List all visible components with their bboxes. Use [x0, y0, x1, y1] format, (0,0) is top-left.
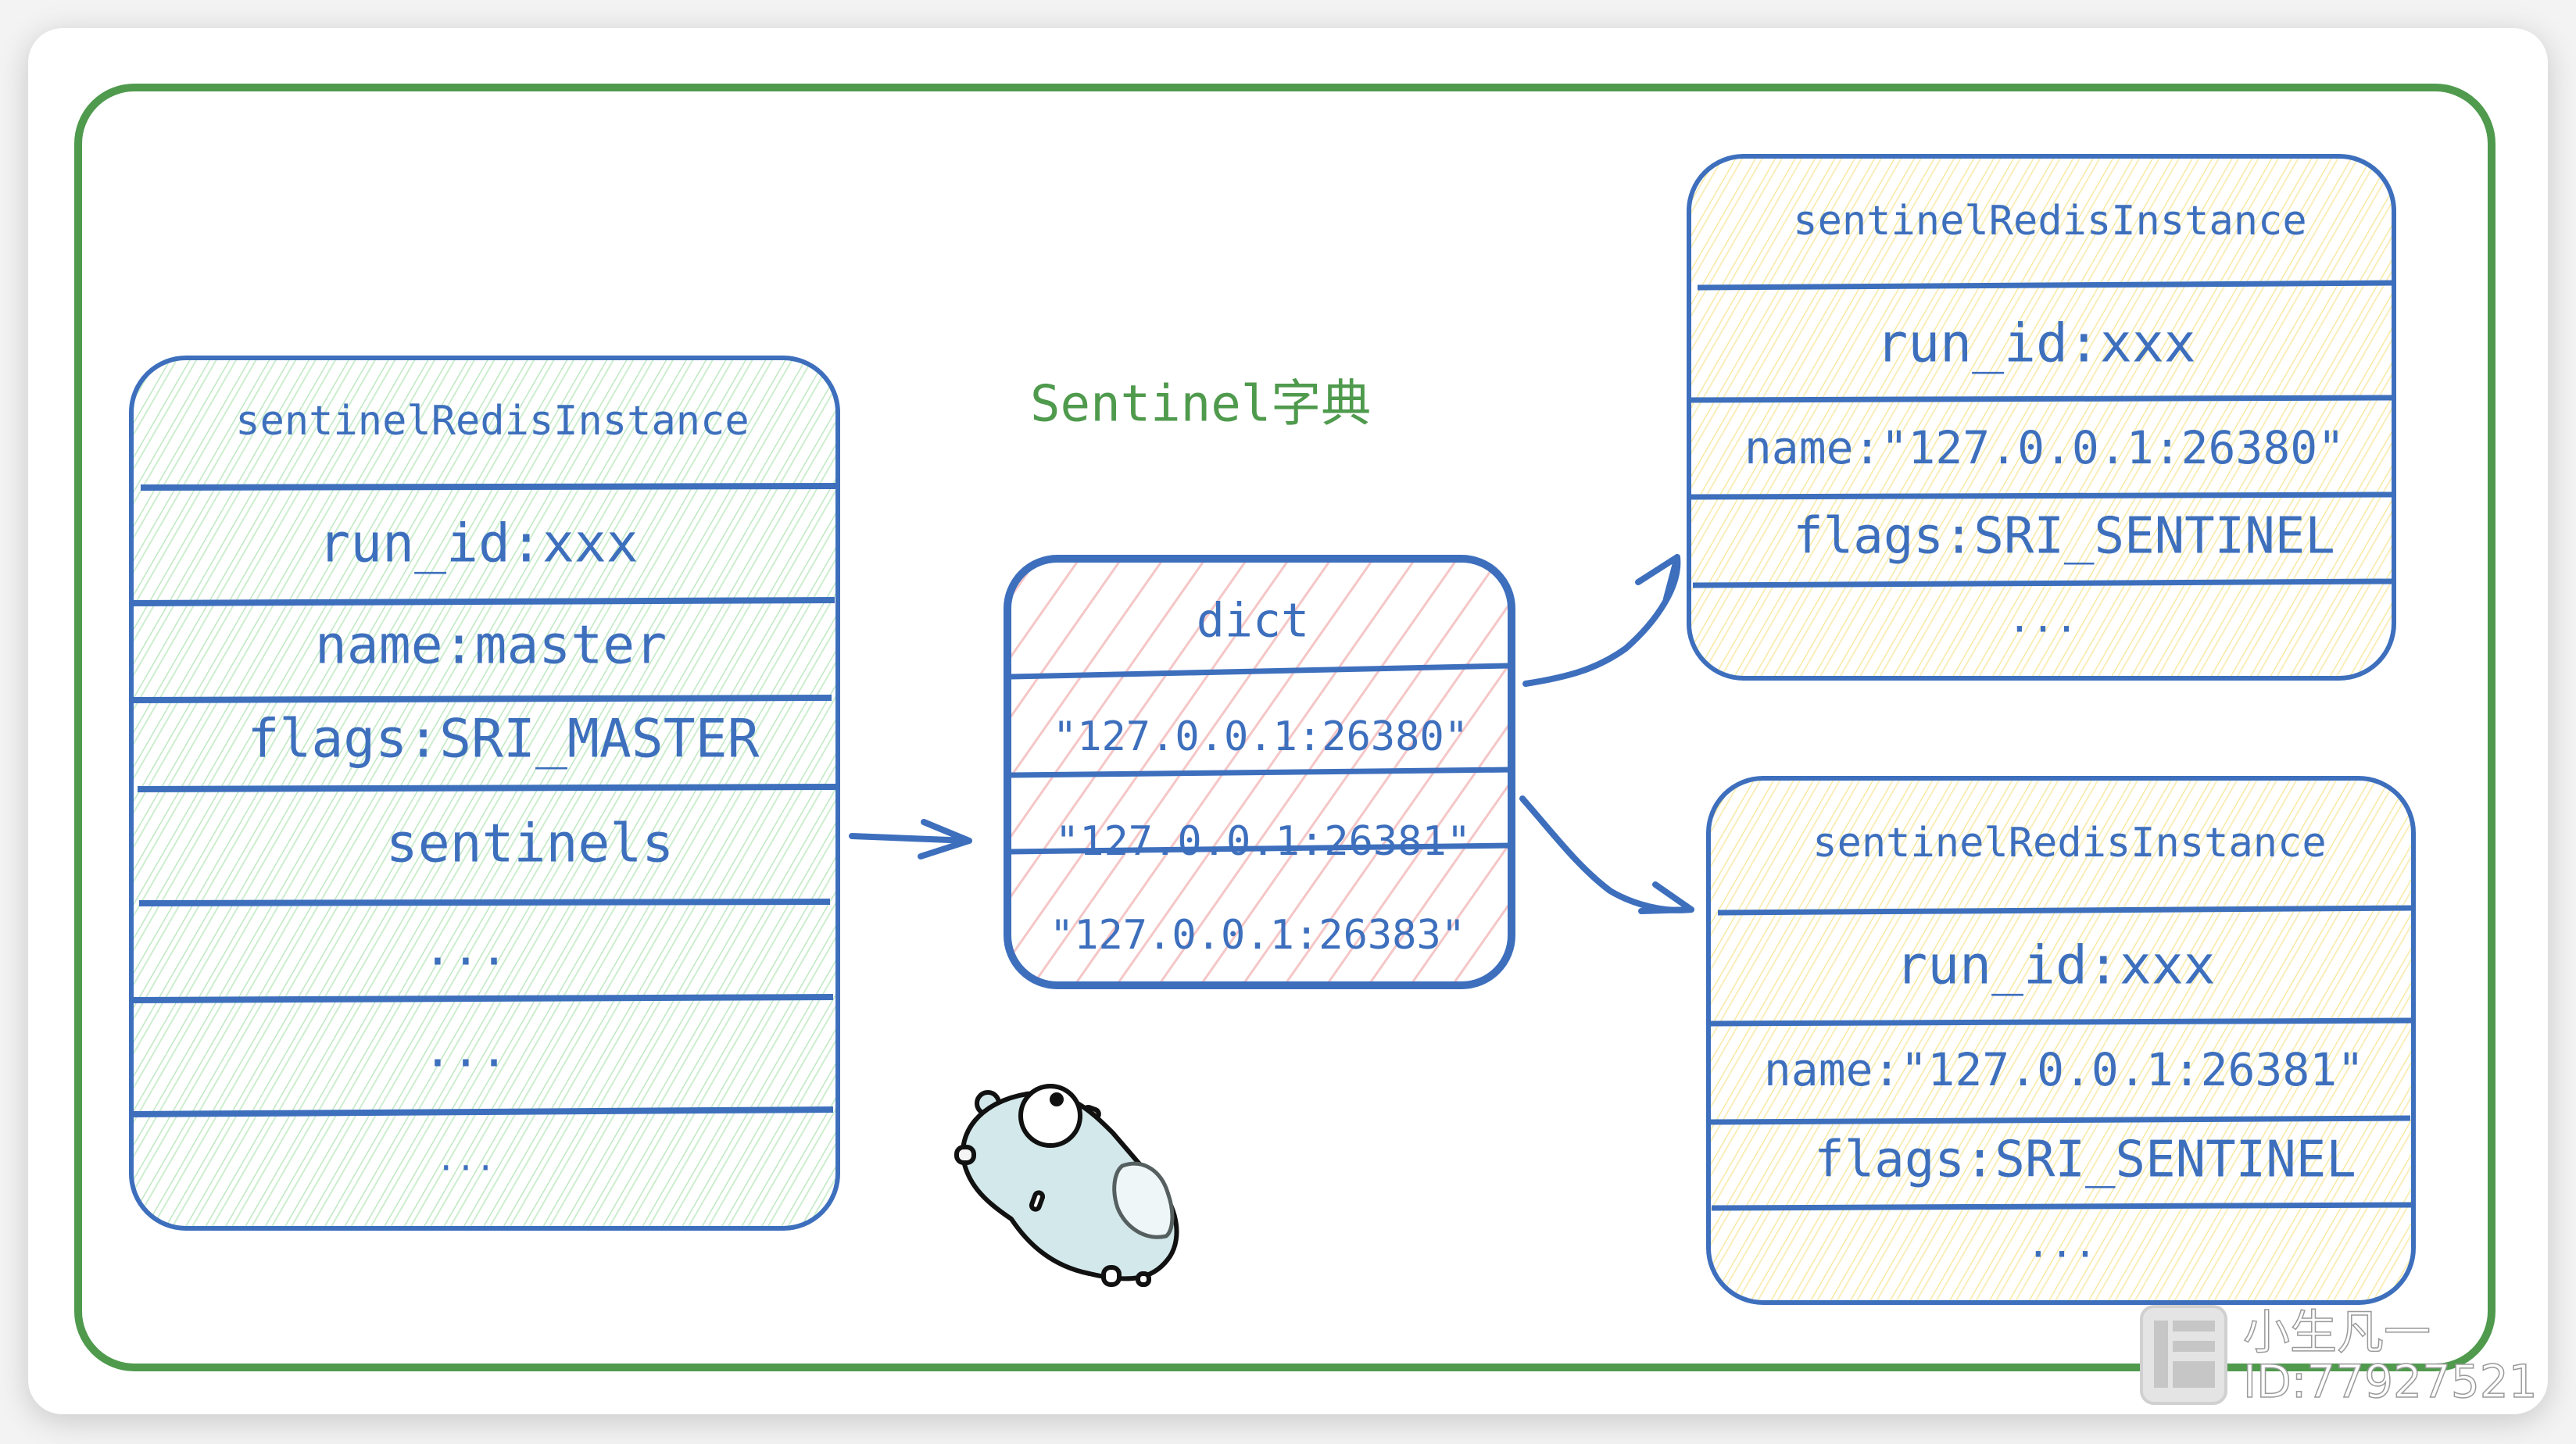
arrow-sentinels-to-dict [849, 819, 972, 860]
watermark-logo-icon [2140, 1305, 2227, 1405]
master-row-flags: flags:SRI_MASTER [247, 709, 759, 770]
watermark: 小生凡一 ID:77927521 [2140, 1305, 2538, 1409]
watermark-id: ID:77927521 [2243, 1355, 2538, 1408]
dict-header: dict [1197, 594, 1310, 649]
sentinel-1-ellipsis: ... [2008, 596, 2078, 642]
sentinel-2-run-id: run_id:xxx [1895, 935, 2215, 997]
master-header: sentinelRedisInstance [235, 398, 749, 445]
sentinel-2-ellipsis: ... [2027, 1221, 2097, 1267]
master-row-name: name:master [315, 615, 667, 677]
dict-title: Sentinel字典 [1030, 376, 1371, 434]
arrow-dict-to-sentinel-2 [1519, 795, 1694, 914]
dict-entry-26381[interactable]: "127.0.0.1:26381" [1055, 818, 1471, 865]
dict-entry-26380[interactable]: "127.0.0.1:26380" [1053, 713, 1469, 760]
sentinel-2-header: sentinelRedisInstance [1812, 820, 2326, 867]
dict-box[interactable]: dict "127.0.0.1:26380" "127.0.0.1:26381"… [1004, 555, 1515, 989]
gopher-mascot-icon [954, 1084, 1179, 1287]
sentinel-instance-box-26381[interactable]: sentinelRedisInstance run_id:xxx name:"1… [1706, 776, 2416, 1305]
master-row-run-id: run_id:xxx [318, 513, 638, 575]
sentinel-1-name: name:"127.0.0.1:26380" [1744, 421, 2345, 474]
sentinel-1-flags: flags:SRI_SENTINEL [1793, 508, 2335, 566]
master-instance-box[interactable]: sentinelRedisInstance run_id:xxx name:ma… [129, 356, 840, 1231]
sentinel-1-run-id: run_id:xxx [1876, 313, 2195, 375]
master-row-ellipsis-2: ... [424, 1024, 508, 1078]
arrow-dict-to-sentinel-1 [1522, 554, 1681, 687]
dict-entry-26383[interactable]: "127.0.0.1:26383" [1050, 912, 1465, 959]
master-row-ellipsis-1: ... [424, 922, 508, 977]
outer-frame [74, 84, 2496, 1371]
sentinel-2-name: name:"127.0.0.1:26381" [1764, 1043, 2364, 1096]
master-row-sentinels: sentinels [386, 813, 674, 875]
watermark-name: 小生凡一 [2243, 1306, 2431, 1360]
sentinel-instance-box-26380[interactable]: sentinelRedisInstance run_id:xxx name:"1… [1687, 154, 2397, 681]
sentinel-2-flags: flags:SRI_SENTINEL [1814, 1131, 2356, 1189]
master-row-ellipsis-3: ... [436, 1140, 496, 1178]
sentinel-1-header: sentinelRedisInstance [1793, 198, 2306, 245]
